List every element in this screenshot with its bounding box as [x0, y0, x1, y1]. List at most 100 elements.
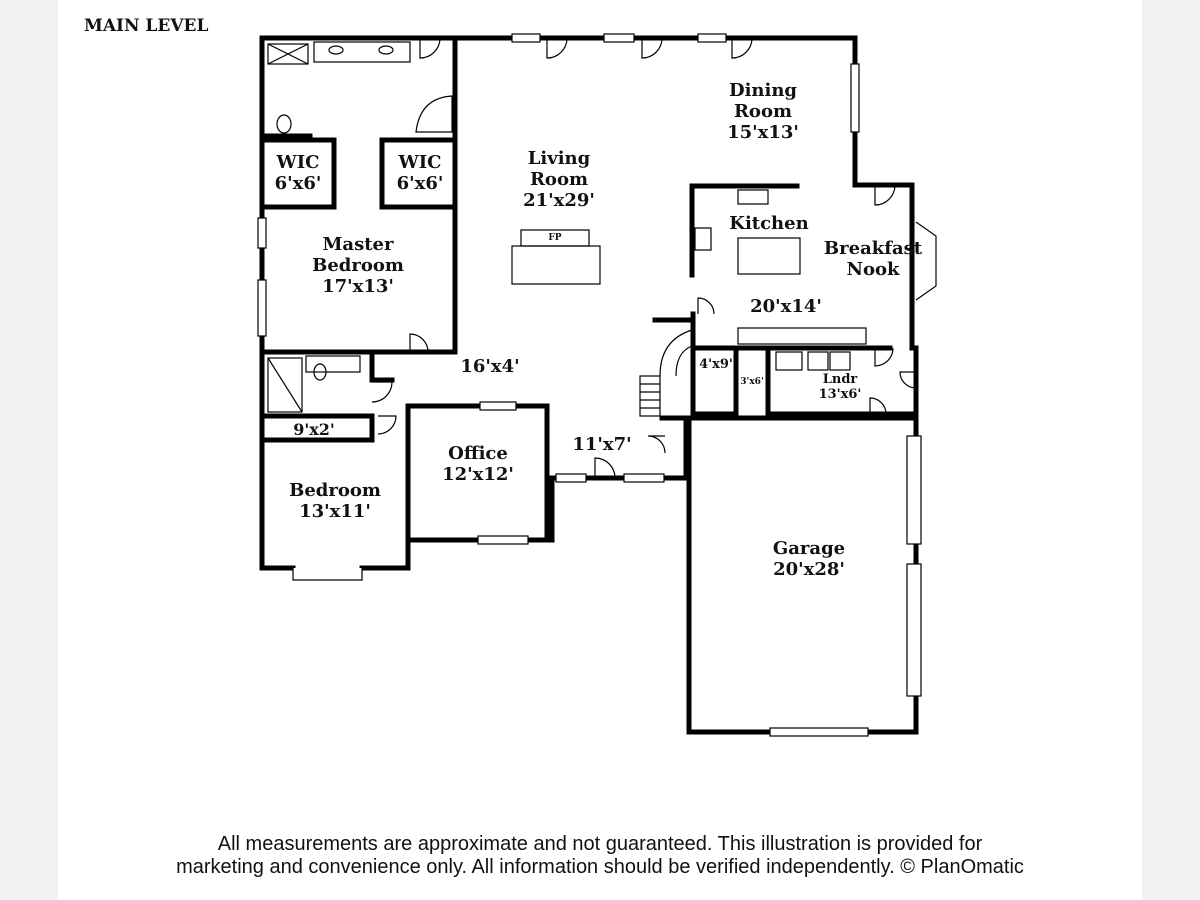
shower — [267, 43, 309, 65]
door-nook — [874, 184, 896, 206]
fireplace-label: FP — [548, 233, 562, 243]
window-master-2 — [257, 279, 267, 337]
door-closet — [647, 435, 666, 454]
kitchen-island — [737, 237, 801, 275]
window-garage-1 — [906, 435, 922, 545]
kitchen-nook-size: 20'x14' — [750, 296, 822, 317]
dining-room-size: 15'x13' — [727, 122, 799, 143]
stairs — [639, 375, 661, 417]
office-name: Office — [448, 443, 508, 464]
living-room-size: 21'x29' — [523, 190, 595, 211]
door-laundry — [874, 347, 894, 367]
range — [694, 227, 712, 251]
kitchen-sink — [737, 189, 769, 205]
breakfast-nook-name-2: Nook — [846, 259, 900, 280]
disclaimer: All measurements are approximate and not… — [100, 833, 1100, 879]
bedroom-size: 13'x11' — [299, 501, 371, 522]
garage-label: Garage 20'x28' — [773, 538, 845, 580]
window-master-1 — [257, 217, 267, 249]
wall-wic-left — [259, 137, 337, 210]
wic-right-size: 6'x6' — [396, 173, 444, 194]
wic-left-name: WIC — [276, 152, 320, 173]
dining-room-label: Dining Room 15'x13' — [727, 80, 799, 143]
closet-small-size: 9'x2' — [293, 420, 335, 439]
window-garage-door — [769, 727, 869, 737]
window-office-top — [479, 401, 517, 411]
foyer-size: 11'x7' — [572, 434, 632, 455]
dining-room-name-1: Dining — [728, 80, 798, 101]
fireplace-hearth — [511, 245, 601, 285]
window-garage-2 — [906, 563, 922, 697]
window-top-2 — [603, 33, 635, 43]
window-top-1 — [511, 33, 541, 43]
breakfast-nook-label: Breakfast Nook — [824, 238, 922, 280]
door-top-3 — [731, 37, 753, 59]
disclaimer-line-1: All measurements are approximate and not… — [217, 833, 983, 855]
page-sheet — [58, 0, 1142, 900]
pantry-size: 4'x9' — [699, 357, 733, 372]
master-bedroom-size: 17'x13' — [322, 276, 394, 297]
door-master — [409, 333, 429, 353]
wic-left-size: 6'x6' — [274, 173, 322, 194]
closet-size: 3'x6' — [740, 377, 764, 387]
wic-left-label: WIC 6'x6' — [275, 152, 322, 194]
living-room-name-2: Room — [529, 169, 589, 190]
laundry-sink — [775, 351, 803, 371]
bedroom-label: Bedroom 13'x11' — [289, 480, 381, 522]
kitchen-counter-lower — [737, 327, 867, 345]
master-bedroom-name-1: Master — [322, 234, 394, 255]
disclaimer-line-2: marketing and convenience only. All info… — [176, 856, 1024, 878]
kitchen-label: Kitchen — [729, 213, 809, 234]
fireplace-box — [520, 229, 590, 247]
wall-top — [259, 35, 919, 421]
door-pantry — [697, 297, 715, 315]
dining-room-name-2: Room — [733, 101, 793, 122]
window-top-3 — [697, 33, 727, 43]
wic-right-name: WIC — [398, 152, 442, 173]
door-bath — [419, 37, 441, 59]
wall-left — [259, 35, 296, 571]
window-bedroom-bay — [292, 568, 363, 581]
vanity — [313, 41, 411, 63]
garage-name: Garage — [772, 538, 846, 559]
breakfast-nook-name-1: Breakfast — [823, 238, 923, 259]
wic-right-label: WIC 6'x6' — [397, 152, 444, 194]
door-bedroom — [377, 415, 397, 435]
office-size: 12'x12' — [442, 464, 514, 485]
laundry-name: Lndr — [822, 372, 858, 387]
door-laundry-ext — [899, 371, 917, 389]
wall-office-left — [405, 403, 550, 543]
wall-foyer-right — [659, 415, 689, 481]
living-room-label: Living Room 21'x29' — [523, 148, 595, 211]
wall-wic-right — [379, 137, 458, 210]
level-label: MAIN LEVEL — [84, 16, 209, 36]
window-office — [477, 535, 529, 545]
window-nook-bay — [915, 221, 937, 301]
door-top-2 — [641, 37, 663, 59]
stairs-curve — [659, 329, 693, 377]
window-foyer-2 — [623, 473, 665, 483]
master-bedroom-name-2: Bedroom — [312, 255, 404, 276]
hall-size: 16'x4' — [460, 356, 520, 377]
wall-bath2 — [259, 413, 375, 443]
laundry-size: 13'x6' — [818, 387, 862, 402]
window-foyer-1 — [555, 473, 587, 483]
wall-bedroom-bottom — [359, 475, 561, 571]
door-foyer — [594, 457, 616, 479]
washer — [807, 351, 829, 371]
dryer — [829, 351, 851, 371]
wall-bath2-right — [369, 349, 395, 383]
window-dining — [850, 63, 860, 133]
vanity-2 — [305, 355, 361, 373]
shower-2 — [267, 357, 303, 413]
laundry-label: Lndr 13'x6' — [819, 372, 862, 402]
door-garage — [869, 397, 887, 415]
tub — [415, 95, 453, 133]
garage-size: 20'x28' — [773, 559, 845, 580]
door-top-1 — [546, 37, 568, 59]
office-label: Office 12'x12' — [442, 443, 514, 485]
master-bedroom-label: Master Bedroom 17'x13' — [312, 234, 404, 297]
door-bath2 — [371, 381, 393, 403]
living-room-name-1: Living — [527, 148, 591, 169]
